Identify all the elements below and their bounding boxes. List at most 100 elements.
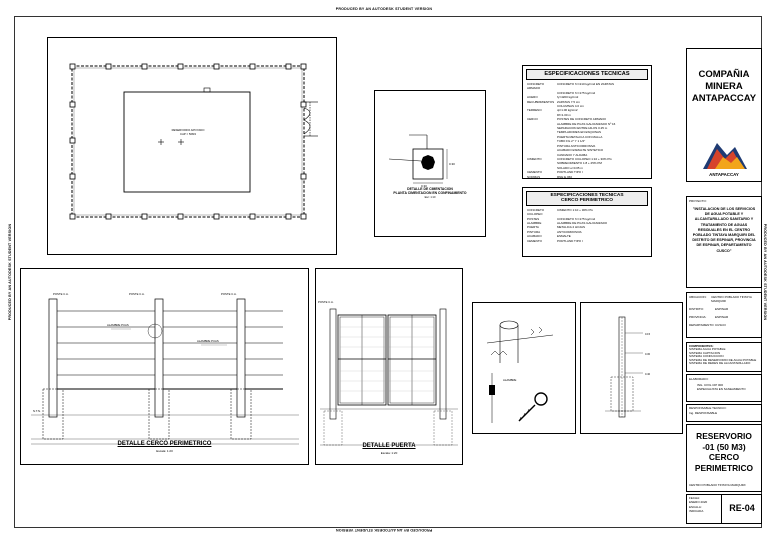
component-item: SISTEMA CONDUCCION bbox=[689, 354, 724, 359]
spec-row: COLUMNAS 4.0 cm bbox=[523, 104, 651, 108]
spec-row-value: CONCRETO f'c=210 kg/cm2 EN ZAPATAS bbox=[557, 82, 614, 86]
spec-row-key: CERCO bbox=[527, 117, 538, 122]
spec-cerco-row-key: PUERTA bbox=[527, 225, 539, 230]
spec-row-value: CONCRETO f'c=175 kg/cm2 bbox=[557, 90, 596, 95]
scale-label: ESCALA: bbox=[689, 505, 702, 509]
spec-row-value: TEMPLADORES EN ESQUINAS bbox=[557, 130, 602, 135]
spec-row: TUBO FG 2" Y 1 1/2" bbox=[523, 139, 651, 143]
spec-row: Df=1.00 m bbox=[523, 113, 651, 117]
prepared-line: ING. CIVIL CIP 000 bbox=[697, 383, 724, 387]
spec-row-value: TUBO FG 2" Y 1 1/2" bbox=[557, 139, 586, 144]
spec-table-main: ESPECIFICACIONES TECNICAS CONCRETO ARMAD… bbox=[522, 65, 652, 179]
puerta-scale: Escala: 1:20 bbox=[380, 451, 398, 455]
spec-row: CONCRETO f'c=175 kg/cm2 bbox=[523, 91, 651, 95]
date-label: FECHA: bbox=[689, 496, 701, 500]
spec-row-key: NORMAS bbox=[527, 174, 541, 179]
watermark-bottom: PRODUCED BY AN AUTODESK STUDENT VERSION bbox=[335, 528, 433, 532]
component-item: SISTEMA DE RESERVORIO DE AGUA POTABLE bbox=[689, 357, 757, 362]
spec-row: ACABADO ESMALTE SINTETICO bbox=[523, 148, 651, 152]
antapaccay-logo-icon bbox=[703, 143, 747, 169]
foundation-detail-frame: 0.30 0.30 DETALLE DE CIMENTACION PLANTA … bbox=[374, 90, 486, 237]
svg-text:POSTE C.A.: POSTE C.A. bbox=[129, 292, 145, 296]
cerco-caption: DETALLE CERCO PERIMETRICO bbox=[117, 441, 212, 447]
spec-row: PUERTA METALICA CON MALLA bbox=[523, 135, 651, 139]
foundation-detail-drawing: 0.30 0.30 bbox=[388, 134, 455, 188]
title-block-project: PROYECTO: "INSTALACION DE LOS SERVICIOS … bbox=[686, 196, 762, 288]
spec-cerco-row: ACABADO ESMALTE bbox=[523, 234, 651, 238]
spec-table-cerco-title-2: CERCO PERIMETRICO bbox=[561, 198, 613, 204]
sheet-subtitle: CENTRO POBLADO TINTAYA MARQUIRI bbox=[689, 483, 746, 487]
spec-row: SOLADO e=0.05 m bbox=[523, 166, 651, 170]
spec-cerco-row-value: ANTICORROSIVA bbox=[557, 229, 582, 234]
spec-cerco-row-key: ACABADO bbox=[527, 234, 542, 239]
svg-text:0.15: 0.15 bbox=[645, 332, 651, 336]
spec-cerco-row-value: PORTLAND TIPO I bbox=[557, 238, 583, 243]
spec-cerco-row-value: ALAMBRE DE PUAS GALVANIZADO bbox=[557, 221, 608, 226]
spec-row-value: fy=4200 kg/cm2 bbox=[557, 95, 579, 100]
title-block-sheet-number: FECHA: ENERO 2020 ESCALA: INDICADA RE-04 bbox=[686, 494, 762, 524]
spec-table-cerco-title-1: ESPECIFICACIONES TECNICAS bbox=[550, 193, 624, 198]
spec-row: ACERO fy=4200 kg/cm2 bbox=[523, 95, 651, 99]
svg-text:0.30: 0.30 bbox=[449, 162, 455, 166]
location-key: PROVINCIA: bbox=[689, 315, 707, 319]
plan-view-drawing bbox=[69, 63, 318, 220]
responsible-value: Ing. RESPONSABLE bbox=[689, 411, 718, 415]
spec-cerco-row-value: CONCRETO f'c=175 kg/cm2 bbox=[557, 216, 596, 221]
spec-row-value: CANDADO Y ALDABA bbox=[557, 152, 588, 157]
location-key: DEPARTAMENTO: bbox=[689, 323, 715, 327]
location-row: DISTRITO:ESPINAR bbox=[689, 307, 759, 311]
svg-text:ALAMBRE PUAS: ALAMBRE PUAS bbox=[197, 339, 219, 343]
foundation-title-1: DETALLE DE CIMENTACION bbox=[407, 187, 453, 191]
company-name: COMPAÑIA MINERA ANTAPACCAY bbox=[691, 69, 757, 104]
spec-row: TERRENO qt=1.00 kg/cm2 bbox=[523, 108, 651, 112]
spec-cerco-row-key: ALAMBRE bbox=[527, 221, 542, 226]
anchor-detail-drawing: ALAMBRE bbox=[486, 320, 554, 423]
location-rows: UBICACION:CENTRO POBLADO TINTAYA MARQUIR… bbox=[687, 293, 761, 333]
prepared-label: ELABORADO: bbox=[689, 377, 709, 381]
spec-row-value: qt=1.00 kg/cm2 bbox=[557, 108, 578, 113]
spec-row-value: PUERTA METALICA CON MALLA bbox=[557, 134, 603, 139]
post-section-frame: 0.15 0.30 0.40 bbox=[580, 302, 683, 434]
spec-cerco-row-value: METALICA 2 HOJAS bbox=[557, 225, 585, 230]
foundation-scale: Esc: 1:10 bbox=[424, 195, 436, 199]
spec-row-key: CIMIENTO bbox=[527, 156, 542, 161]
svg-text:0.30: 0.30 bbox=[645, 352, 651, 356]
plan-view-frame: RESERVORIO APOYADO CAP = 50M3 bbox=[47, 37, 337, 255]
svg-text:ALAMBRE PUAS: ALAMBRE PUAS bbox=[107, 323, 129, 327]
spec-row: SEPARACION ENTRE HILOS 0.25 m bbox=[523, 126, 651, 130]
svg-text:POSTE C.A.: POSTE C.A. bbox=[53, 292, 69, 296]
spec-row: SOBRECIMIENTO 1:8 + 25% PM bbox=[523, 161, 651, 165]
watermark-left: PRODUCED BY AN AUTODESK STUDENT VERSION bbox=[8, 223, 12, 321]
spec-row-value: PINTURA ANTICORROSIVA bbox=[557, 143, 596, 148]
scale-value: INDICADA bbox=[689, 509, 704, 513]
title-block-company: COMPAÑIA MINERA ANTAPACCAY ANTAPACCAY bbox=[686, 48, 762, 182]
spec-row: NORMAS RNE E.060 bbox=[523, 175, 651, 179]
spec-row-key: TERRENO bbox=[527, 108, 542, 113]
location-row: UBICACION:CENTRO POBLADO TINTAYA MARQUIR… bbox=[689, 295, 759, 303]
spec-row-value: RNE E.060 bbox=[557, 174, 573, 179]
spec-cerco-row-value: ESMALTE bbox=[557, 234, 571, 239]
location-value: ESPINAR bbox=[715, 307, 729, 311]
cerco-scale: Escala: 1:20 bbox=[156, 449, 173, 453]
sheet-number: RE-04 bbox=[729, 503, 755, 513]
spec-cerco-row-key: PINTURA bbox=[527, 229, 541, 234]
project-description: "INSTALACION DE LOS SERVICIOS DE AGUA PO… bbox=[692, 207, 756, 253]
cerco-detail-drawing: POSTE C.A. POSTE C.A. POSTE C.A. ALAMBRE… bbox=[31, 292, 299, 445]
spec-row-value: Df=1.00 m bbox=[557, 112, 571, 117]
puerta-caption: DETALLE PUERTA bbox=[362, 443, 416, 449]
anchor-detail-frame: ALAMBRE bbox=[472, 302, 576, 434]
spec-row-key: ACERO bbox=[527, 95, 538, 100]
spec-row-value: ALAMBRE DE PUAS GALVANIZADO Nº 16 bbox=[557, 121, 616, 126]
spec-row: ALAMBRE DE PUAS GALVANIZADO Nº 16 bbox=[523, 122, 651, 126]
spec-row-value: CONCRETO CICLOPEO 1:10 + 30% PG bbox=[557, 156, 612, 161]
